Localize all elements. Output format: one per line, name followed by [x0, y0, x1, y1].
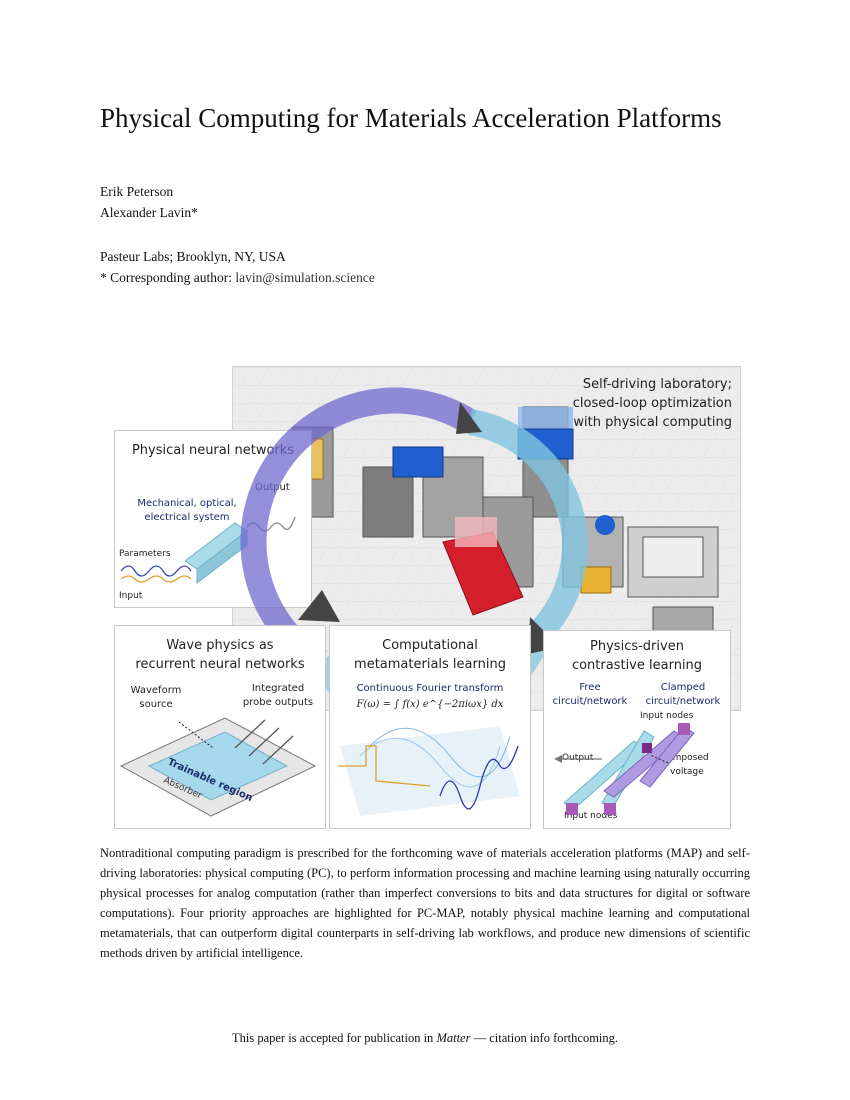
blue-equipment-center: [392, 446, 444, 478]
wave-title: Wave physics as recurrent neural network…: [115, 636, 325, 674]
meta-wave-1: [369, 727, 511, 778]
lab-title-line-3: with physical computing: [573, 415, 732, 430]
meta-title: Computational metamaterials learning: [330, 636, 530, 674]
trainable-region: [147, 731, 289, 801]
corresponding-author: * Corresponding author: lavin@simulation…: [100, 270, 375, 286]
pnn-system-line-1: Mechanical, optical,: [137, 498, 237, 509]
meta-input-signal: [338, 745, 431, 787]
lab-title: Self-driving laboratory; closed-loop opt…: [512, 375, 732, 432]
pnn-output-label: Output: [255, 482, 290, 493]
clamped-node: [642, 743, 652, 753]
meta-title-line-2: metamaterials learning: [354, 657, 506, 672]
input-nodes-top-label: Input nodes: [640, 711, 694, 721]
probe-outputs-label: Integrated probe outputs: [233, 682, 323, 710]
meta-wave-2: [359, 737, 501, 788]
pnn-input-wave: [120, 575, 192, 583]
pnn-system-line-2: electrical system: [144, 512, 230, 523]
imposed-voltage-label: Imposed voltage: [670, 751, 726, 779]
footer-prefix: This paper is accepted for publication i…: [231, 1031, 434, 1045]
imposed-line-2: voltage: [670, 767, 704, 777]
metamaterials-panel: Computational metamaterials learning Con…: [329, 625, 531, 829]
pnn-system-label: Mechanical, optical, electrical system: [127, 497, 247, 525]
trainable-region-label: Trainable region: [166, 757, 254, 804]
author-2: Alexander Lavin*: [100, 205, 198, 220]
waveform-source-line-2: source: [139, 699, 173, 710]
pnn-input-label: Input: [119, 591, 143, 601]
contrast-output-arrowhead: [554, 755, 562, 763]
fourier-formula: F(ω) = ∫ f(x) e^{−2πiωx} dx: [356, 699, 504, 710]
input-nodes-bottom-label: Input nodes: [564, 811, 618, 821]
waveform-source-label: Waveform source: [121, 684, 191, 712]
pnn-title: Physical neural networks: [131, 443, 295, 458]
footer-suffix: — citation info forthcoming.: [473, 1031, 619, 1045]
pnn-parameter-wave: [120, 565, 192, 577]
free-network-beams: [563, 730, 655, 810]
waveform-source-line-1: Waveform: [130, 685, 182, 696]
absorber-label: Absorber: [162, 776, 204, 802]
contrast-title-line-1: Physics-driven: [590, 639, 684, 654]
corresponding-email-link[interactable]: lavin@simulation.science: [235, 270, 375, 285]
contrastive-learning-panel: Physics-driven contrastive learning Free…: [543, 630, 731, 829]
contrast-title: Physics-driven contrastive learning: [544, 637, 730, 675]
absorber-region: [119, 717, 317, 817]
free-network-label: Free circuit/network: [548, 681, 632, 709]
physical-neural-networks-panel: Physical neural networks Mechanical, opt…: [114, 430, 312, 608]
corresponding-prefix: * Corresponding author:: [100, 270, 232, 285]
contrast-title-line-2: contrastive learning: [571, 658, 703, 673]
figure-caption: Nontraditional computing paradigm is pre…: [100, 846, 750, 960]
imposed-voltage-pointer: [649, 754, 669, 764]
metamaterial-surface: [340, 726, 520, 816]
probe-outputs-line-1: Integrated: [251, 683, 305, 694]
clamped-network-label: Clamped circuit/network: [638, 681, 728, 709]
wave-physics-panel: Wave physics as recurrent neural network…: [114, 625, 326, 829]
source-pointer: [178, 721, 214, 749]
overview-figure: Self-driving laboratory; closed-loop opt…: [110, 362, 746, 832]
pnn-output-wave: [246, 516, 296, 532]
pnn-system-box: [184, 522, 248, 585]
fourier-subtitle: Continuous Fourier transform: [356, 683, 504, 694]
free-line-2: circuit/network: [552, 696, 628, 707]
blue-bottle: [595, 515, 615, 535]
probe-outputs-line-2: probe outputs: [242, 697, 314, 708]
pnn-parameters-label: Parameters: [119, 549, 171, 559]
paper-title: Physical Computing for Materials Acceler…: [100, 103, 722, 133]
meta-title-line-1: Computational: [382, 638, 478, 653]
lab-title-line-2: closed-loop optimization: [572, 396, 732, 411]
author-1: Erik Peterson: [100, 184, 174, 199]
imposed-line-1: Imposed: [670, 753, 709, 763]
affiliation: Pasteur Labs; Brooklyn, NY, USA: [100, 249, 286, 264]
wave-title-line-1: Wave physics as: [166, 638, 274, 653]
lab-title-line-1: Self-driving laboratory;: [582, 377, 732, 392]
wave-title-line-2: recurrent neural networks: [135, 657, 305, 672]
probe-arrows: [234, 719, 294, 765]
footer-journal: Matter: [436, 1031, 471, 1045]
publication-note: This paper is accepted for publication i…: [0, 1031, 850, 1046]
meta-output-signal: [439, 745, 519, 810]
clamped-line-2: circuit/network: [645, 696, 721, 707]
input-node-3: [678, 723, 690, 735]
clamped-line-1: Clamped: [660, 682, 706, 693]
contrast-output-label: Output: [562, 753, 594, 763]
free-line-1: Free: [579, 682, 601, 693]
